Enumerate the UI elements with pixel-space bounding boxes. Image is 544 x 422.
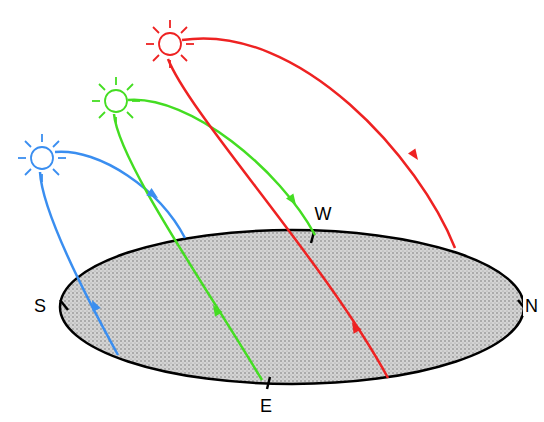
direction-arrows bbox=[88, 148, 422, 333]
horizon-disc bbox=[60, 230, 524, 384]
sun-icon bbox=[146, 20, 194, 68]
compass-label: N bbox=[523, 296, 540, 316]
sun-icon bbox=[92, 77, 140, 125]
compass-ticks bbox=[60, 232, 526, 389]
summer-sun-path bbox=[168, 38, 455, 378]
compass-label: S bbox=[32, 296, 48, 316]
equinox-sun-path bbox=[114, 100, 315, 380]
winter-sun-path bbox=[40, 152, 185, 355]
sun-icon bbox=[18, 134, 66, 182]
compass-label: E bbox=[258, 396, 274, 416]
compass-label: W bbox=[313, 204, 334, 224]
